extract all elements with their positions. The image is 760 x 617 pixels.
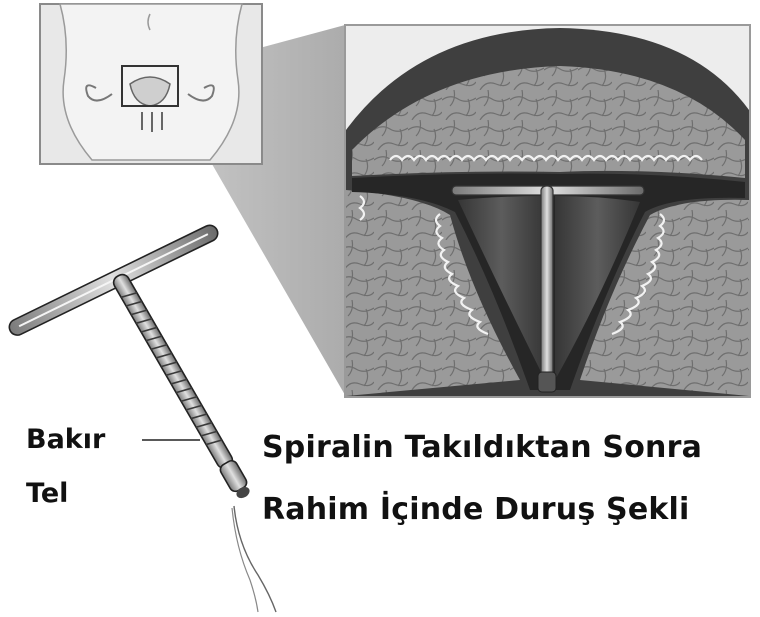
body-inset bbox=[40, 4, 262, 164]
copper-wire-label-line1: Bakır bbox=[26, 424, 105, 455]
caption-line2: Rahim İçinde Duruş Şekli bbox=[262, 492, 690, 527]
copper-wire-label-line2: Tel bbox=[26, 478, 68, 509]
uterus-magnified-view bbox=[345, 25, 750, 397]
copper-iud-device bbox=[7, 223, 276, 612]
caption-line1: Spiralin Takıldıktan Sonra bbox=[262, 430, 702, 465]
